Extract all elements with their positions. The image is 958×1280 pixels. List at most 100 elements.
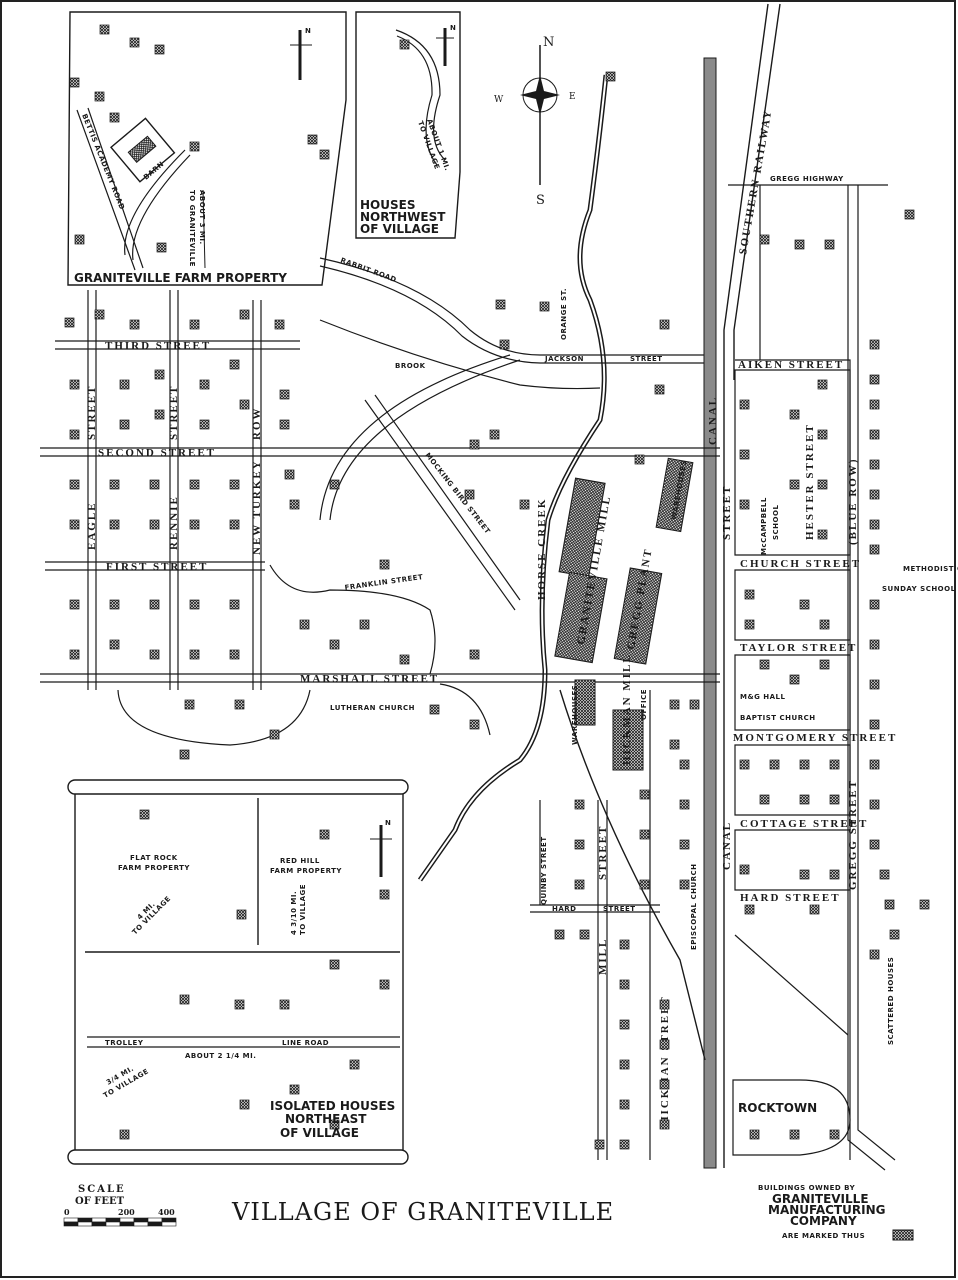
house-building: [817, 429, 828, 440]
office-label: OFFICE: [640, 689, 648, 720]
flat-rock-label-2: FARM PROPERTY: [118, 864, 190, 872]
scale-segment: [91, 1217, 107, 1223]
house-building: [744, 589, 755, 600]
baptist-church-label: BAPTIST CHURCH: [740, 714, 816, 722]
house-building: [639, 879, 650, 890]
house-building: [289, 1084, 300, 1095]
house-building: [817, 529, 828, 540]
compass-rose-icon: N S E W: [494, 35, 576, 208]
house-building: [229, 649, 240, 660]
house-building: [884, 899, 895, 910]
house-building: [69, 379, 80, 390]
house-building: [669, 699, 680, 710]
scale-segment: [77, 1217, 93, 1223]
house-building: [799, 794, 810, 805]
red-hill-distance-2: TO VILLAGE: [299, 884, 307, 935]
house-building: [469, 719, 480, 730]
nw-title-3: OF VILLAGE: [360, 222, 439, 236]
scale-segment: [63, 1217, 79, 1223]
barn-label: BARN: [142, 160, 166, 182]
house-building: [819, 619, 830, 630]
house-building: [119, 379, 130, 390]
house-building: [817, 379, 828, 390]
house-building: [469, 439, 480, 450]
house-building: [519, 499, 530, 510]
house-building: [399, 39, 410, 50]
house-building: [189, 141, 200, 152]
house-building: [469, 649, 480, 660]
house-building: [119, 419, 130, 430]
house-building: [119, 1129, 130, 1140]
house-building: [239, 399, 250, 410]
house-building: [819, 659, 830, 670]
house-building: [274, 319, 285, 330]
scale-segment: [119, 1217, 135, 1223]
house-building: [869, 679, 880, 690]
scale-title: SCALE: [78, 1184, 126, 1195]
scale-segment: [91, 1221, 107, 1227]
house-building: [239, 309, 250, 320]
farm-distance-label: ABOUT 3 MI.: [198, 190, 206, 245]
company-buildings: [64, 24, 930, 1150]
house-building: [759, 234, 770, 245]
scale-tick-200: 200: [118, 1207, 135, 1217]
house-building: [659, 999, 670, 1010]
house-building: [817, 479, 828, 490]
house-building: [229, 519, 240, 530]
house-building: [99, 24, 110, 35]
scale-segment: [105, 1221, 121, 1227]
southern-railway: [723, 3, 781, 1168]
mg-hall-label: M&G HALL: [740, 693, 785, 701]
compass-south: S: [536, 193, 545, 208]
gregg-street-label: GREGG STREET: [847, 779, 859, 890]
school-label: SCHOOL: [772, 505, 780, 540]
scale-segment: [161, 1217, 177, 1223]
house-building: [689, 699, 700, 710]
house-building: [129, 37, 140, 48]
about-distance-label: ABOUT 2 1/4 MI.: [185, 1052, 256, 1060]
jackson-street-label: JACKSON: [544, 355, 584, 363]
house-building: [279, 999, 290, 1010]
montgomery-street-label: MONTGOMERY STREET: [733, 732, 897, 744]
quinby-street-label: QUINBY STREET: [540, 836, 548, 905]
house-building: [574, 839, 585, 850]
north-label: N: [385, 819, 391, 827]
house-building: [869, 429, 880, 440]
house-building: [289, 499, 300, 510]
hard-street-right-label: HARD STREET: [740, 892, 841, 904]
house-building: [69, 599, 80, 610]
house-building: [74, 234, 85, 245]
scale-subtitle: OF FEET: [75, 1196, 125, 1207]
house-building: [799, 599, 810, 610]
house-building: [154, 369, 165, 380]
house-building: [619, 1019, 630, 1030]
house-building: [799, 759, 810, 770]
lutheran-church-label: LUTHERAN CHURCH: [330, 704, 415, 712]
eagle-street-label-2: STREET: [86, 385, 98, 440]
first-street-label: FIRST STREET: [106, 561, 208, 573]
house-building: [319, 829, 330, 840]
street-labels: RABBIT ROAD JACKSON STREET ORANGE ST. TH…: [86, 175, 897, 1125]
house-building: [619, 979, 630, 990]
ne-title-3: OF VILLAGE: [280, 1126, 359, 1140]
mccampbell-label: McCAMPBELL: [760, 497, 768, 555]
brook: [319, 319, 601, 390]
house-building: [429, 704, 440, 715]
house-building: [239, 1099, 250, 1110]
house-building: [869, 519, 880, 530]
house-building: [679, 759, 690, 770]
hard-street-left-label-2: STREET: [603, 905, 636, 913]
sunday-school-label: SUNDAY SCHOOL: [882, 585, 956, 593]
house-building: [499, 339, 510, 350]
house-building: [789, 479, 800, 490]
house-building: [189, 599, 200, 610]
house-building: [149, 479, 160, 490]
new-turkey-row-label: NEW TURKEY: [251, 459, 263, 555]
house-building: [829, 869, 840, 880]
house-building: [379, 889, 390, 900]
house-building: [69, 77, 80, 88]
cottage-street-label: COTTAGE STREET: [740, 818, 868, 830]
canal-label: CANAL: [707, 396, 719, 445]
house-building: [654, 384, 665, 395]
house-building: [829, 794, 840, 805]
